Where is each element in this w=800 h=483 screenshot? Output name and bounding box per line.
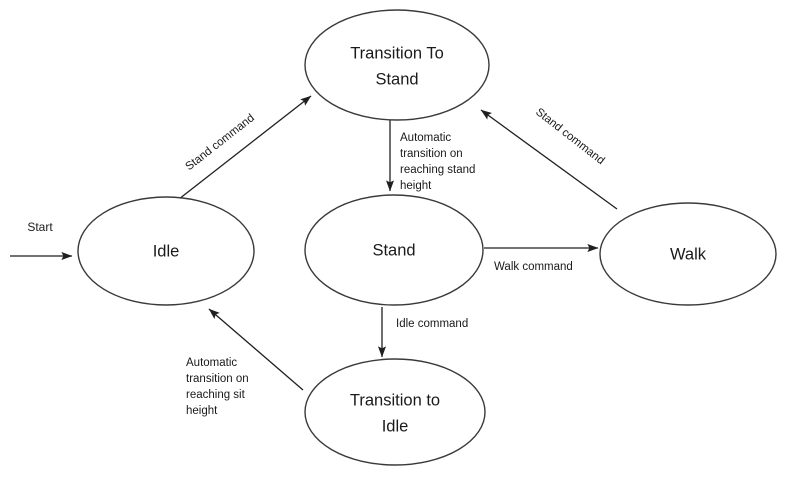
transition-to-idle-ellipse[interactable]	[304, 358, 486, 466]
state-node-idle[interactable]: Idle	[77, 196, 255, 306]
transition-idle-to-idle-line	[208, 308, 304, 391]
walk-to-transition-line	[480, 109, 618, 210]
edge-label-auto-sit-line3: reaching sit	[186, 389, 246, 401]
idle-ellipse[interactable]	[77, 196, 255, 306]
edge-label-auto-stand-line1: Automatic	[400, 132, 451, 144]
edge-transition-to-stand-to-stand: Automatic transition on reaching stand h…	[385, 120, 475, 192]
stand-label: Stand	[372, 241, 415, 259]
edge-label-stand-command-left: Stand command	[183, 112, 256, 173]
transition-to-stand-ellipse[interactable]	[304, 9, 490, 121]
edge-label-idle-command: Idle command	[396, 318, 468, 330]
state-node-transition-to-stand[interactable]: Transition To Stand	[304, 9, 490, 121]
edge-label-auto-sit-line4: height	[186, 405, 218, 417]
idle-to-transition-line	[178, 95, 312, 200]
edge-label-stand-command-right: Stand command	[533, 106, 606, 167]
walk-ellipse[interactable]	[599, 202, 777, 306]
edge-walk-to-transition-to-stand: Stand command	[480, 106, 618, 210]
state-node-transition-to-idle[interactable]: Transition to Idle	[304, 358, 486, 466]
transition-to-stand-label-line2: Stand	[375, 70, 418, 88]
edge-label-auto-sit-line1: Automatic	[186, 357, 237, 369]
state-node-stand[interactable]: Stand	[304, 194, 484, 306]
state-node-walk[interactable]: Walk	[599, 202, 777, 306]
edge-idle-to-transition-to-stand: Stand command	[178, 95, 312, 200]
edge-label-auto-stand-line2: transition on	[400, 148, 463, 160]
edge-label-walk-command: Walk command	[494, 261, 573, 273]
walk-label: Walk	[670, 245, 707, 263]
edge-label-auto-stand-line3: reaching stand	[400, 164, 475, 176]
edge-label-auto-stand-line4: height	[400, 180, 432, 192]
start-label: Start	[27, 220, 53, 234]
idle-label: Idle	[153, 242, 180, 260]
transition-to-idle-label-line2: Idle	[382, 417, 409, 435]
edge-stand-to-transition-to-idle: Idle command	[377, 307, 468, 358]
transition-to-idle-label-line1: Transition to	[350, 391, 440, 409]
edge-stand-to-walk: Walk command	[484, 243, 599, 273]
edge-label-auto-sit-line2: transition on	[186, 373, 249, 385]
stand-ellipse[interactable]	[304, 194, 484, 306]
edge-transition-to-idle-to-idle: Automatic transition on reaching sit hei…	[186, 308, 304, 417]
transition-to-stand-label-line1: Transition To	[350, 44, 444, 62]
edge-start-to-idle: Start	[10, 220, 73, 261]
